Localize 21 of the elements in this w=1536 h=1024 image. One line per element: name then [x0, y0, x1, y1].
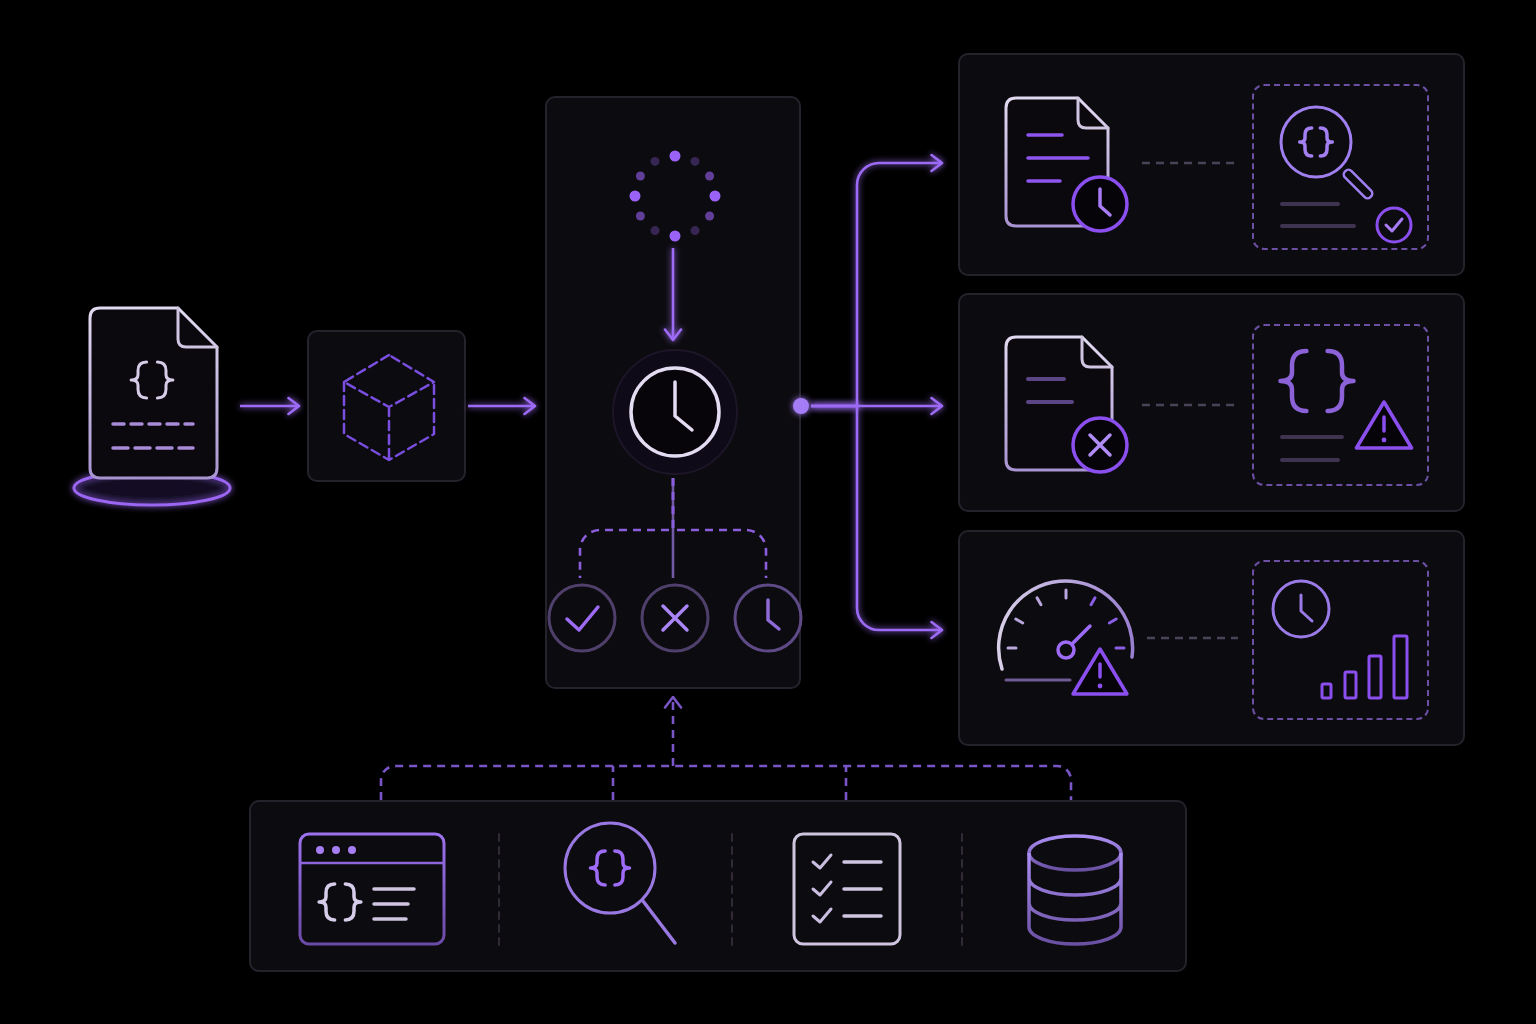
arrow — [811, 404, 944, 640]
result-panel — [958, 53, 1465, 276]
clock-icon — [733, 583, 803, 653]
dashed-frame — [1252, 84, 1429, 250]
arrow — [663, 248, 683, 342]
cross-circle-icon — [640, 583, 710, 653]
source-panel — [249, 800, 1187, 972]
arrow — [468, 396, 537, 416]
dashed-connector-line — [671, 478, 768, 578]
dashed-frame — [1252, 324, 1429, 486]
arrow — [240, 396, 301, 416]
dashed-arrow — [379, 695, 1073, 802]
loading-spinner-icon — [629, 150, 721, 242]
process-panel — [545, 96, 801, 689]
dashed-frame — [1252, 560, 1429, 720]
process-box — [307, 330, 466, 482]
clock-icon — [611, 348, 739, 476]
result-panel — [958, 293, 1465, 512]
check-circle-icon — [547, 583, 617, 653]
result-panel — [958, 530, 1465, 746]
dashed-connector-line — [1147, 636, 1238, 640]
